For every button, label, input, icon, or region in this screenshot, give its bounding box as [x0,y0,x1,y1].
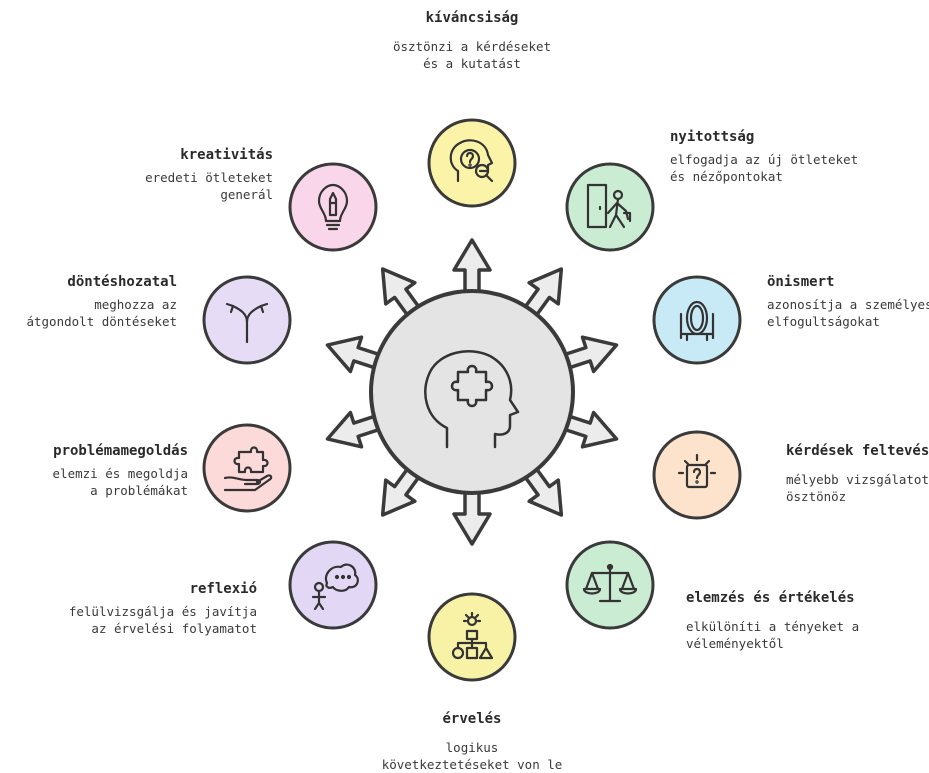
balance-scale-icon [582,563,638,603]
node-title: önismert [767,274,835,290]
node-onismert [652,275,742,365]
node-description-line: logikus [445,740,499,755]
node-circle [565,162,655,252]
node-circle [652,275,742,365]
label-reflexio: reflexió felülvizsgálja és javítja az érve… [69,581,257,637]
node-kivancsisag [427,118,517,208]
node-donteshozatal [202,275,292,365]
node-title: nyitottság [670,129,755,145]
node-circle [427,118,517,208]
hub [369,289,575,495]
node-description-line: az érvelési folyamatot [91,621,257,636]
node-nyitottsag [565,162,655,252]
node-description-line: ösztönzi a kérdéseket [392,39,552,54]
node-description-line: generál [220,187,273,202]
mirror-icon [679,300,715,342]
node-description-line: azonosítja a személyes [767,297,929,312]
node-title: kreativitás [180,147,273,163]
hand-puzzle-icon [223,446,273,492]
node-reflexio [288,540,378,630]
question-box-icon [677,453,717,489]
node-description-line: átgondolt döntéseket [26,314,177,329]
node-description-line: meghozza az [94,297,177,312]
node-circle [652,430,742,520]
head-question-magnifier-icon [449,139,494,183]
label-onismert: önismert azonosítja a személyes elfogultsá… [767,274,929,330]
node-erveles [427,592,517,682]
node-kreativitas [288,162,378,252]
node-description-line: ösztönöz [786,489,847,504]
logic-shapes-icon [451,611,494,660]
node-description-line: elkülöníti a tényeket a [686,619,860,634]
node-kerdesek [652,430,742,520]
node-title: érvelés [442,711,502,727]
person-thinking-icon [311,563,359,611]
node-description-line: elemzi és megoldja [52,466,188,481]
node-description-line: a problémákat [90,483,188,498]
node-description-line: elfogadja az új ötleteket [670,152,859,167]
label-problemamegoldas: problémamegoldás elemzi és megoldja a prob… [53,443,188,499]
node-title: problémamegoldás [53,443,188,459]
node-title: kérdések feltevése [786,443,929,459]
head-puzzle-icon [424,350,520,449]
label-elemzes: elemzés és értékelés elkülöníti a tényeke… [686,590,859,652]
node-description-line: felülvizsgálja és javítja [68,604,257,619]
node-circle [288,540,378,630]
node-circle [427,592,517,682]
node-description-line: elfogultságokat [767,314,880,329]
label-nyitottsag: nyitottság elfogadja az új ötleteket és né… [670,129,858,185]
node-elemzes [565,540,655,630]
label-kerdesek: kérdések feltevése mélyebb vizsgálatot ösz… [786,443,929,505]
node-description-line: következtetéseket von le [381,757,563,772]
label-kreativitas: kreativitás eredeti ötleteket generál [145,147,273,203]
node-description-line: véleményektől [686,636,784,651]
node-description-line: és a kutatást [423,56,521,71]
node-title: kíváncsiság [425,10,519,26]
node-description-line: eredeti ötleteket [145,170,273,185]
lightbulb-pen-icon [317,183,349,231]
split-arrow-icon [225,302,269,344]
node-circle [288,162,378,252]
label-donteshozatal: döntéshozatal meghozza az átgondolt döntés… [26,274,177,330]
person-open-door-icon [586,183,632,229]
node-title: döntéshozatal [67,274,177,290]
node-title: reflexió [189,581,257,597]
node-description-line: mélyebb vizsgálatot [786,472,929,487]
node-problemamegoldas [202,423,292,513]
label-kivancsisag: kíváncsiság ösztönzi a kérdéseket és a kut… [393,10,551,72]
node-description-line: és nézőpontokat [670,169,783,184]
label-erveles: érvelés logikus következtetéseket von le [382,711,563,773]
node-title: elemzés és értékelés [686,590,855,606]
